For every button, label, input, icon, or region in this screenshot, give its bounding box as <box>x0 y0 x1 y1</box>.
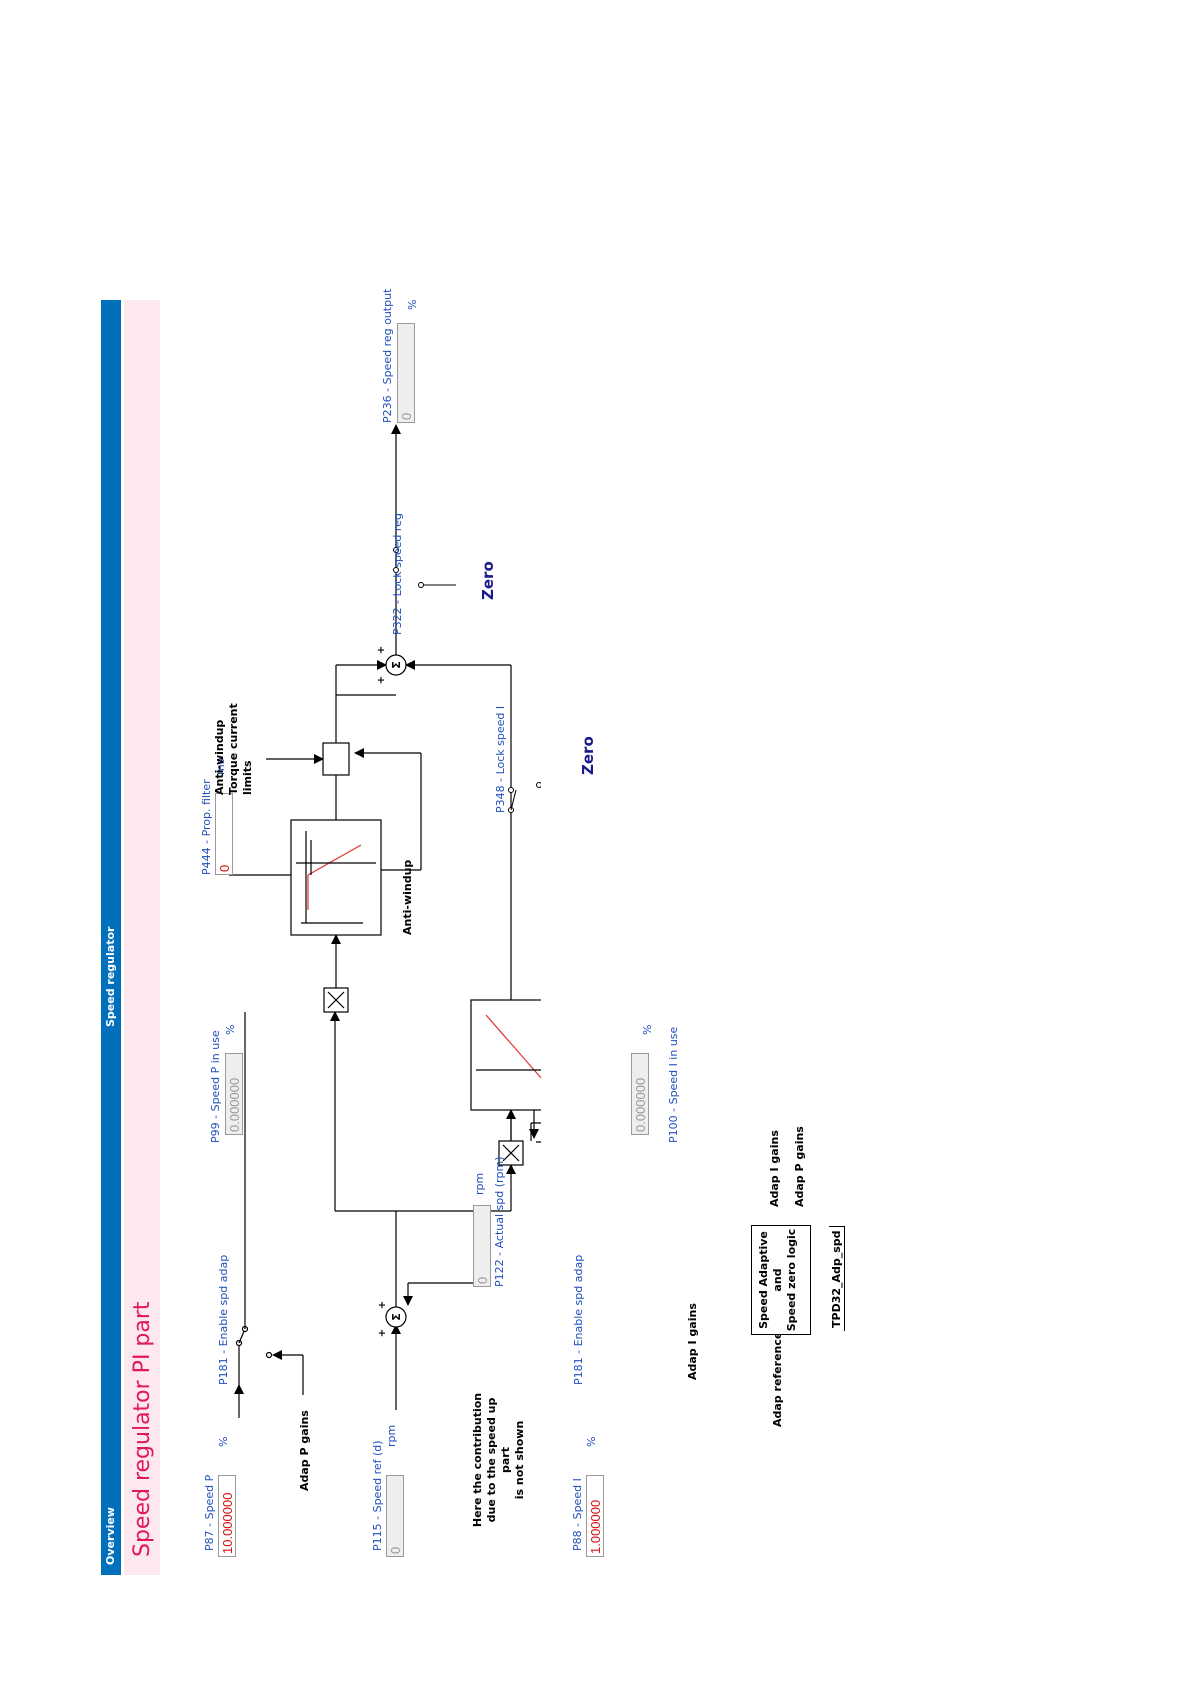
p181-top-label: P181 - Enable spd adap <box>217 1254 230 1385</box>
p122-label: P122 - Actual spd (rpm) <box>493 1156 506 1287</box>
sum-input-plus-1: + <box>377 1329 388 1337</box>
p88-label: P88 - Speed I <box>571 1478 584 1551</box>
adap-p-gains-output: Adap P gains <box>793 1126 806 1207</box>
adap-i-gains-output: Adap I gains <box>768 1130 781 1207</box>
lock-i-switch-blade <box>510 789 517 811</box>
p100-field[interactable]: 0.000000 <box>631 1053 649 1135</box>
zero-bottom: Zero <box>579 736 597 775</box>
p181-bottom-label: P181 - Enable spd adap <box>572 1254 585 1385</box>
p115-label: P115 - Speed ref (d) <box>371 1440 384 1551</box>
zero-bottom-terminal <box>536 782 541 788</box>
p88-field[interactable]: 1.000000 <box>586 1475 604 1557</box>
lock-reg-switch-b <box>393 547 399 553</box>
sum-output-plus-2: + <box>376 646 387 654</box>
zero-top: Zero <box>479 561 497 600</box>
p322-label: P322 - Lock speed reg <box>391 513 404 635</box>
p99-label: P99 - Speed P in use <box>209 1030 222 1143</box>
p115-unit: rpm <box>385 1424 398 1447</box>
lock-i-switch-b <box>508 787 514 793</box>
p348-label: P348 - Lock speed I <box>494 705 507 813</box>
anti-windup-limits: Anti-windup Torque current limits <box>213 703 254 795</box>
p87-label: P87 - Speed P <box>203 1474 216 1551</box>
p236-label: P236 - Speed reg output <box>381 288 394 423</box>
adap-i-gains-input: Adap I gains <box>686 1303 699 1380</box>
p122-unit: rpm <box>473 1172 486 1195</box>
lock-reg-switch-a <box>393 567 399 573</box>
sum-output-symbol: Σ <box>390 661 403 669</box>
p100-unit: % <box>641 1024 654 1035</box>
p99-unit: % <box>224 1024 237 1035</box>
p236-unit: % <box>406 299 419 310</box>
sum-input-symbol: Σ <box>390 1313 403 1321</box>
adap-reference-label: Adap reference <box>771 1331 784 1427</box>
speed-adaptive-block[interactable]: Speed Adaptive and Speed zero logic <box>751 1225 811 1335</box>
diagram-canvas: Overview Speed regulator Speed regulator… <box>101 289 845 1575</box>
p444-field[interactable]: 0 <box>215 793 233 875</box>
p444-label: P444 - Prop. filter <box>200 779 213 875</box>
p122-field[interactable]: 0 <box>473 1205 491 1287</box>
p99-field[interactable]: 0.000000 <box>225 1053 243 1135</box>
sum-input-plus-2: + <box>377 1301 388 1309</box>
signal-flow-art: Σ++Σ++ <box>335 424 541 1337</box>
p87-field[interactable]: 10.000000 <box>218 1475 236 1557</box>
speed-up-note: Here the contribution due to the speed u… <box>471 1392 526 1528</box>
tpd32-link[interactable]: TPD32_Adp_spd <box>829 1226 845 1331</box>
p87-unit: % <box>217 1436 230 1447</box>
adap-p-gains-input: Adap P gains <box>298 1410 311 1491</box>
p100-label: P100 - Speed I in use <box>667 1026 680 1143</box>
sum-output-plus-1: + <box>376 676 387 684</box>
p115-field[interactable]: 0 <box>386 1475 404 1557</box>
p236-field[interactable]: 0 <box>397 323 415 423</box>
zero-top-terminal <box>418 582 424 588</box>
anti-windup-label: Anti-windup <box>401 859 414 935</box>
p88-unit: % <box>585 1436 598 1447</box>
